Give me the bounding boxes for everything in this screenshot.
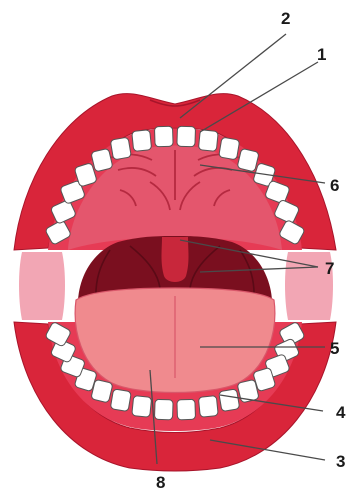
upper-tooth [198,130,218,152]
lower-tooth [177,399,196,420]
upper-tooth [132,130,152,152]
callout-6: 6 [330,176,339,195]
left-cheek [19,252,65,320]
lower-tooth [132,396,152,418]
upper-tooth [154,126,173,147]
lower-tooth [219,389,240,412]
upper-tooth [219,137,240,160]
lower-tooth [154,399,173,420]
upper-tooth [237,148,259,172]
callout-3: 3 [336,452,345,471]
upper-tooth [177,126,196,147]
upper-tooth [91,148,113,172]
lower-tooth [110,389,131,412]
uvula [162,237,189,282]
callout-5: 5 [330,339,339,358]
callout-2: 2 [281,9,290,28]
callout-4: 4 [336,403,346,422]
lower-tooth [198,396,218,418]
callout-1: 1 [317,45,326,64]
callout-8: 8 [156,473,165,492]
upper-tooth [110,137,131,160]
callout-7: 7 [325,259,334,278]
